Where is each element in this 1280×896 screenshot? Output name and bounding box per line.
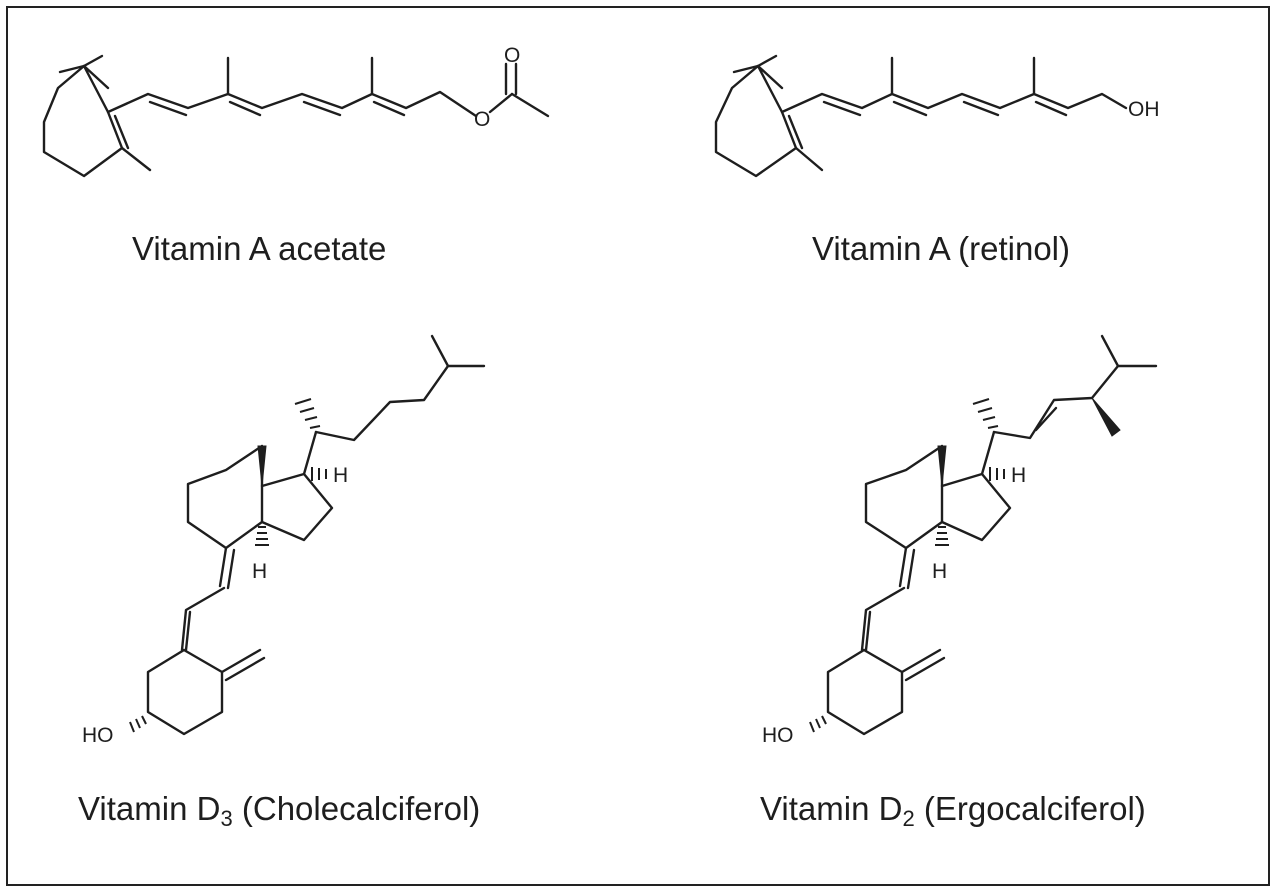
carbonyl-oxygen-atom: O <box>504 44 520 67</box>
vitamin-d3-label: Vitamin D3 (Cholecalciferol) <box>78 792 480 830</box>
vitamin-d3-label-main: Vitamin D <box>78 790 221 827</box>
vitamin-d3-label-rest: (Cholecalciferol) <box>232 790 481 827</box>
vitamin-a-acetate-structure: O O <box>42 44 550 178</box>
vitamin-d2-structure: H H HO <box>762 334 1158 747</box>
d3-ring-fusion-hydrogen: H <box>252 560 267 583</box>
d2-hydroxyl-group: HO <box>762 724 794 747</box>
d3-side-chain-hash <box>294 398 321 429</box>
retinol-hydroxyl-group: OH <box>1128 98 1160 121</box>
d2-side-chain-hash <box>972 398 999 429</box>
d3-hydroxyl-hash <box>129 715 147 733</box>
d2-c17-hash <box>989 467 1005 481</box>
figure-frame <box>6 6 1270 886</box>
d2-ring-fusion-hydrogen: H <box>932 560 947 583</box>
vitamin-d3-structure: H H HO <box>82 334 486 747</box>
vitamin-d2-label-main: Vitamin D <box>760 790 903 827</box>
d2-hydroxyl-hash <box>809 715 827 733</box>
vitamin-a-acetate-label: Vitamin A acetate <box>132 230 387 267</box>
vitamin-d3-label-subscript: 3 <box>220 806 233 831</box>
vitamin-d2-label: Vitamin D2 (Ergocalciferol) <box>760 792 1146 830</box>
vitamin-a-retinol-label: Vitamin A (retinol) <box>812 230 1071 267</box>
vitamin-a-retinol-structure: OH <box>714 54 1160 178</box>
d3-ring-fusion-hash <box>255 526 269 546</box>
d3-c17-hash <box>311 467 327 481</box>
vitamin-d2-label-rest: (Ergocalciferol) <box>914 790 1146 827</box>
d3-c17-hydrogen: H <box>333 464 348 487</box>
d2-ring-fusion-hash <box>935 526 949 546</box>
vitamin-d2-label-subscript: 2 <box>902 806 915 831</box>
d3-hydroxyl-group: HO <box>82 724 114 747</box>
ester-oxygen-atom: O <box>474 108 490 131</box>
d2-c17-hydrogen: H <box>1011 464 1026 487</box>
